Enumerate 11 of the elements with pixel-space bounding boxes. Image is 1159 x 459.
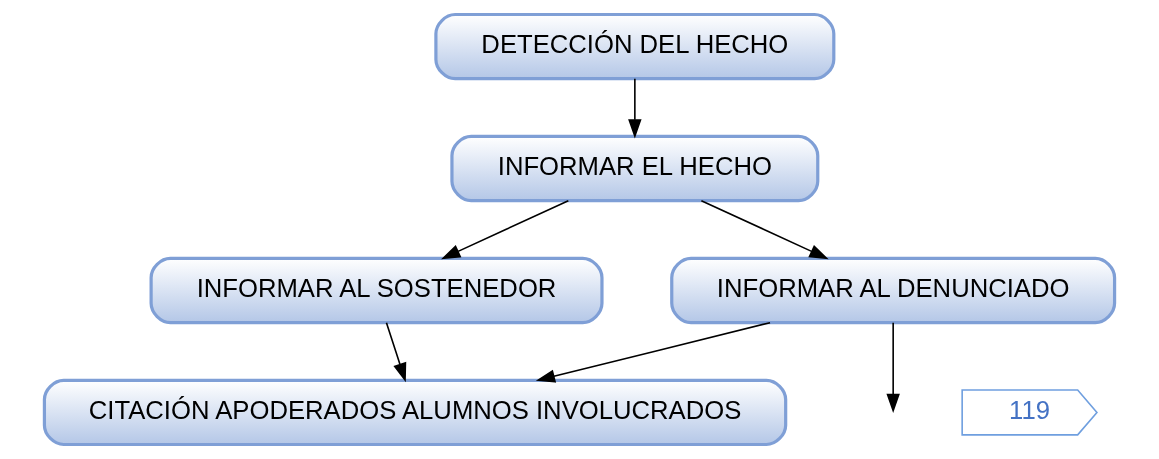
arrow <box>385 321 407 383</box>
node-box: INFORMAR EL HECHO <box>450 134 820 203</box>
arrow <box>886 321 900 414</box>
node-box: INFORMAR AL SOSTENEDOR <box>149 256 604 325</box>
node-box: DETECCIÓN DEL HECHO <box>434 12 836 81</box>
node-box: CITACIÓN APODERADOS ALUMNOS INVOLUCRADOS <box>42 378 788 447</box>
arrow <box>628 78 642 139</box>
arrow <box>700 199 829 260</box>
arrow <box>441 199 570 260</box>
node-box: INFORMAR AL DENUNCIADO <box>670 256 1117 325</box>
arrow <box>535 321 771 383</box>
